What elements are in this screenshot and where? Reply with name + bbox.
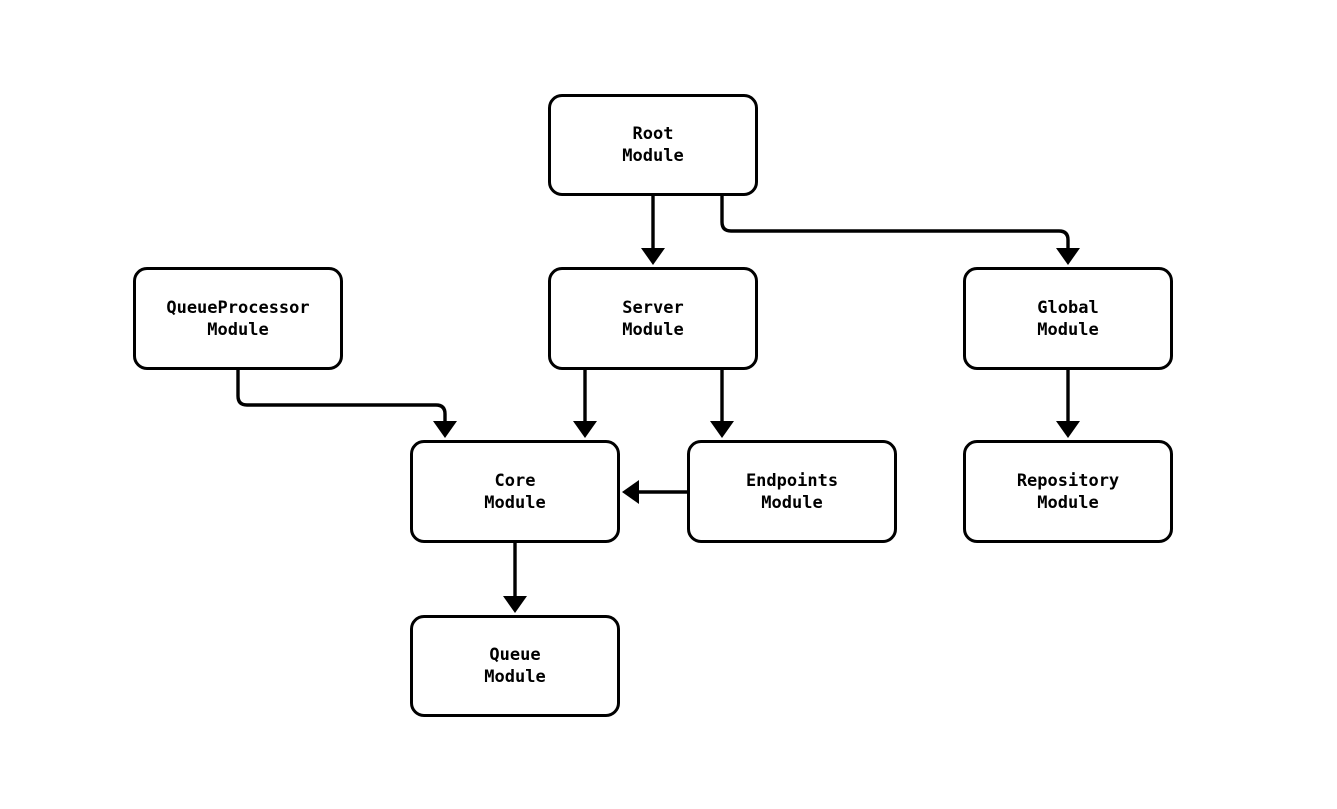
node-endpoints-module-title: Endpoints [745,470,839,491]
node-global-module-title: Global [1037,297,1099,318]
edge-root-to-server [641,196,665,265]
node-repository-module[interactable]: Repository Module [963,440,1173,543]
edge-global-to-repository [1056,370,1080,438]
node-queue-module-title: Queue [489,645,541,665]
node-endpoints-module[interactable]: Endpoints Module [687,440,897,543]
edge-endpoints-to-core [622,480,687,504]
node-repository-module-subtitle: Module [1037,492,1099,513]
node-server-module-title: Server [622,297,684,318]
node-root-module[interactable]: Root Module [548,94,758,196]
node-root-module-subtitle: Module [622,146,684,166]
edge-queueprocessor-to-core [236,370,457,438]
node-queue-module-subtitle: Module [484,667,546,687]
node-core-module-subtitle: Module [484,492,546,513]
edge-root-to-global [720,196,1080,265]
node-root-module-title: Root [632,124,674,144]
node-queue-module[interactable]: Queue Module [410,615,620,717]
node-global-module-subtitle: Module [1037,319,1099,340]
node-endpoints-module-subtitle: Module [761,492,823,513]
node-core-module[interactable]: Core Module [410,440,620,543]
node-server-module[interactable]: Server Module [548,267,758,370]
node-core-module-title: Core [494,470,536,491]
node-queueprocessor-module[interactable]: QueueProcessor Module [133,267,343,370]
edge-server-to-endpoints [710,370,734,438]
edge-server-to-core [573,370,597,438]
edge-core-to-queue [503,543,527,613]
node-queueprocessor-module-title: QueueProcessor [166,297,310,318]
node-global-module[interactable]: Global Module [963,267,1173,370]
node-queueprocessor-module-subtitle: Module [207,319,269,340]
node-server-module-subtitle: Module [622,319,684,340]
node-repository-module-title: Repository [1016,470,1120,491]
